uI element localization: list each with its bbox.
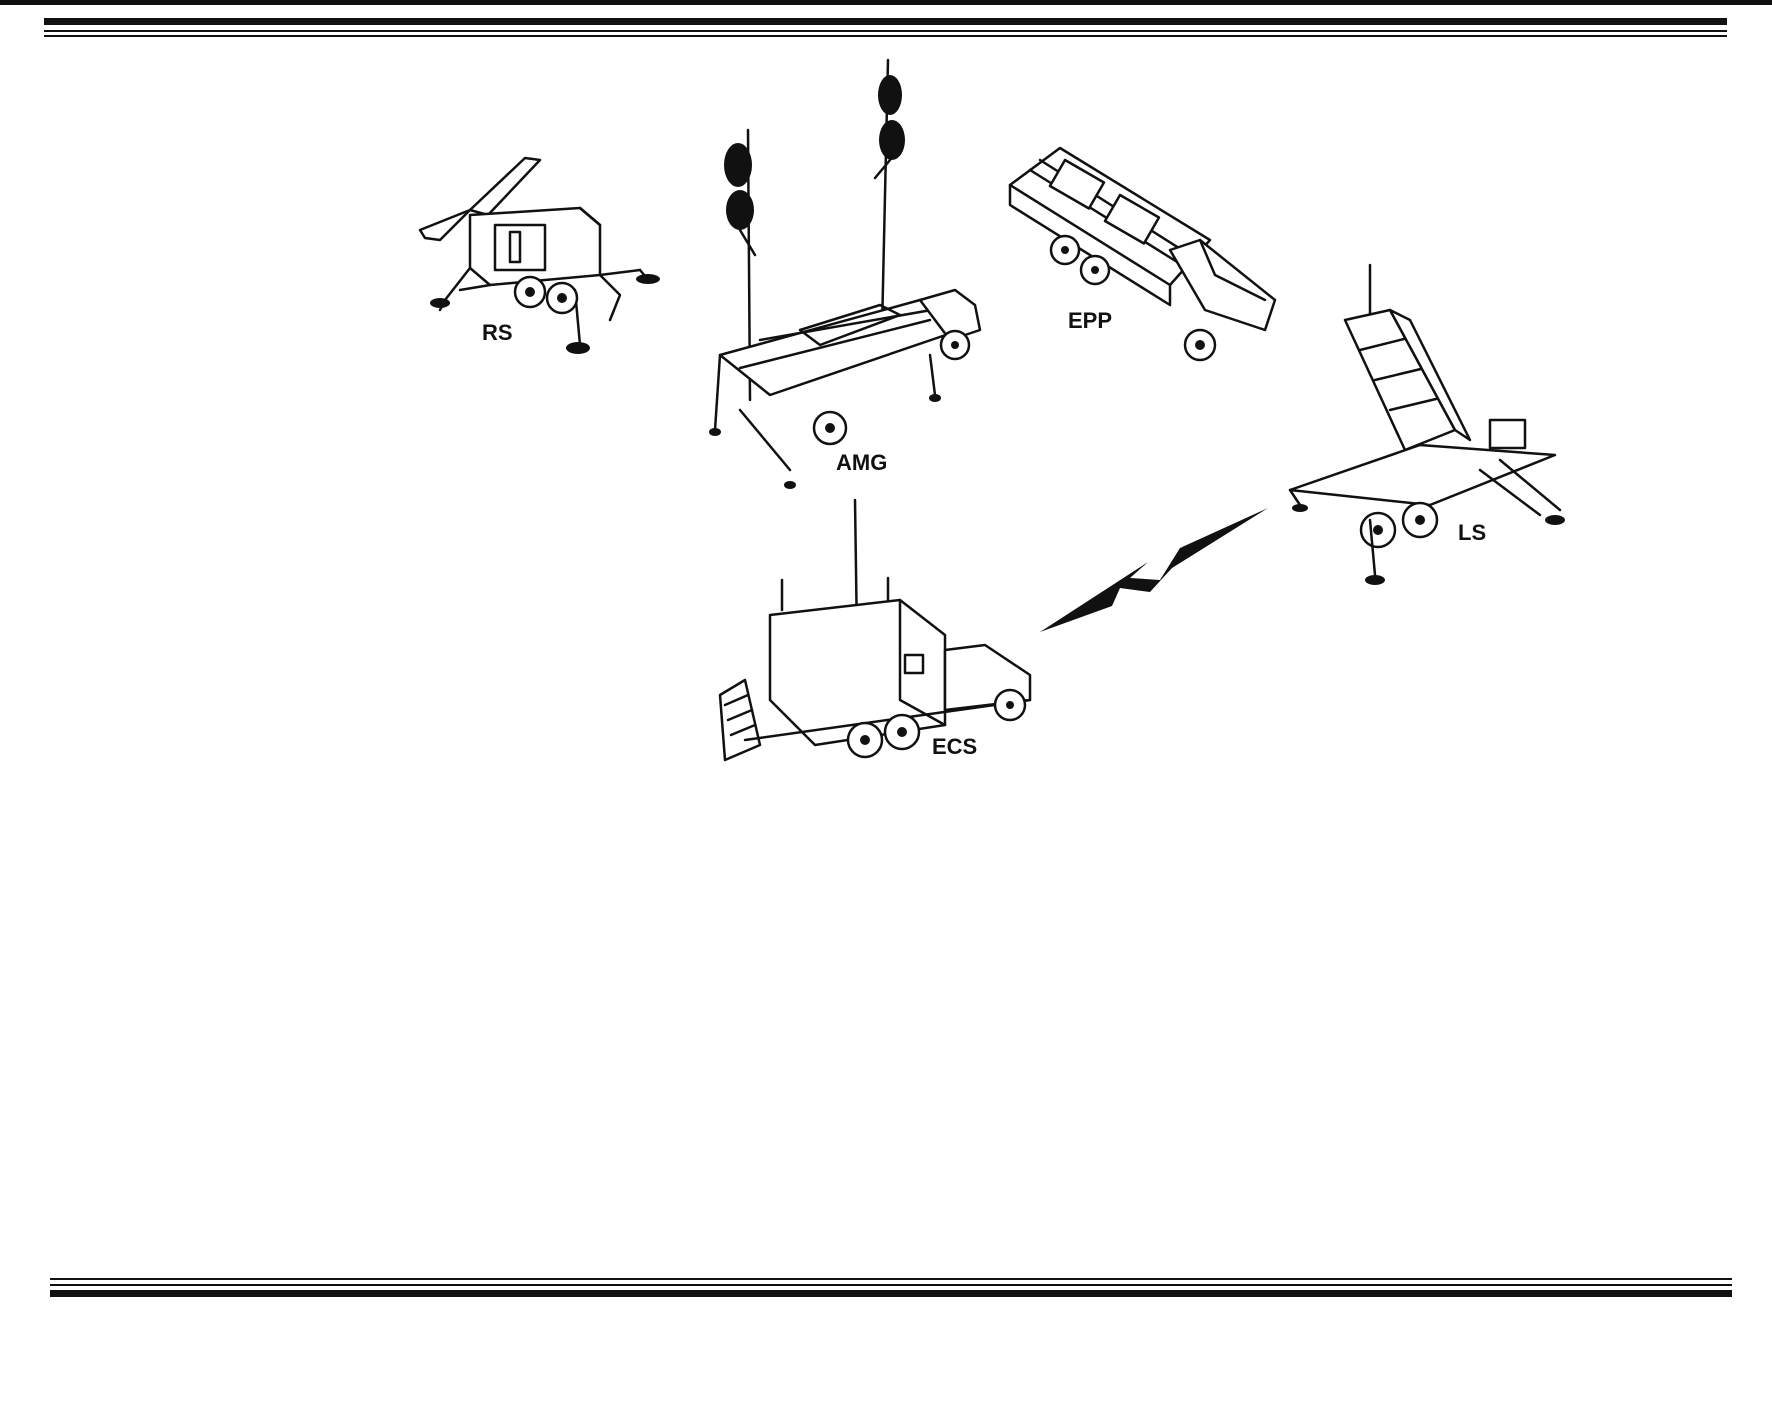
bottom-rule [50,1278,1732,1297]
rs-vehicle-illustration [418,156,660,354]
amg-label: AMG [836,450,887,475]
ecs-label: ECS [932,734,977,759]
ls-label: LS [1458,520,1486,545]
rs-label: RS [482,320,513,345]
amg-vehicle-illustration [709,58,982,489]
ls-vehicle-illustration [1288,263,1565,585]
epp-label: EPP [1068,308,1112,333]
top-rule [0,0,1772,37]
ecs-vehicle-illustration [718,498,1032,762]
radio-link-icon [1040,508,1268,632]
epp-vehicle-illustration [1008,146,1277,362]
